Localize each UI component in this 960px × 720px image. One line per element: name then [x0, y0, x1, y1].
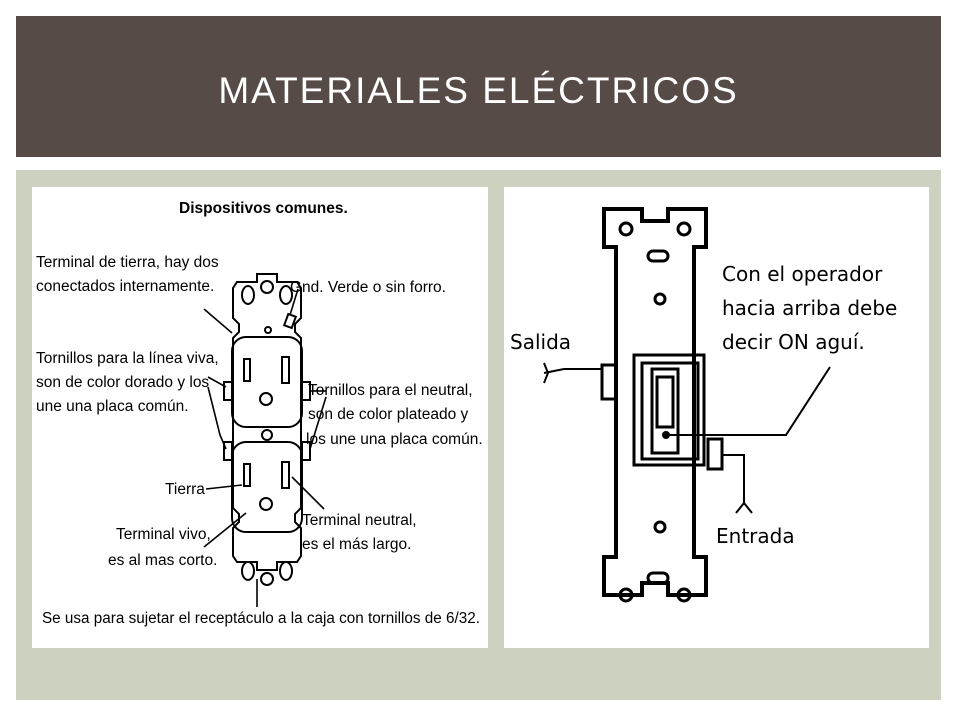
toggle-lever: [655, 375, 675, 429]
salida-wire-end: [543, 362, 550, 384]
lower-outlet-face: [231, 441, 303, 533]
label-operator-3: decir ON aguí.: [722, 330, 865, 354]
live-screw-upper: [223, 381, 233, 401]
mount-hole-top-left: [618, 221, 634, 237]
ground-screw-top: [264, 326, 272, 334]
upper-slot-left: [243, 358, 251, 382]
title-bar: MATERIALES ELÉCTRICOS: [16, 16, 941, 157]
mount-hole-bottom-left: [618, 587, 634, 603]
label-footer: Se usa para sujetar el receptáculo a la …: [42, 610, 480, 627]
label-neutral-terminal-2: es el más largo.: [302, 536, 411, 553]
leader-gnd: [289, 288, 299, 316]
label-ground-terminal-1: Terminal de tierra, hay dos: [36, 254, 219, 271]
leader-neutral-terminal: [291, 476, 325, 510]
label-live-terminal-2: es al mas corto.: [108, 552, 217, 569]
screw-hole-bottom: [653, 520, 667, 534]
salida-wire: [543, 368, 602, 374]
receptacle-outline: [232, 273, 302, 571]
label-operator-1: Con el operador: [722, 262, 883, 286]
ear-hole-top-center: [260, 280, 274, 294]
label-neutral-screws-1: Tornillos para el neutral,: [308, 382, 473, 399]
center-screw: [261, 429, 273, 441]
switch-diagram: Con el operador hacia arriba debe decir …: [510, 207, 897, 603]
upper-outlet-face: [231, 336, 303, 428]
switch-body: [632, 353, 706, 467]
live-screw-lower: [223, 441, 233, 461]
label-neutral-screws-2: son de color plateado y: [308, 406, 469, 423]
toggle-frame: [650, 367, 680, 455]
lower-slot-right: [281, 461, 290, 489]
screw-hole-top: [653, 292, 667, 306]
mount-slot-bottom: [646, 571, 670, 585]
leader-live-terminal: [203, 512, 247, 548]
salida-screw: [600, 363, 618, 401]
mount-slot-top: [646, 249, 670, 263]
entrada-wire: [722, 454, 753, 514]
lower-slot-left: [243, 463, 251, 487]
leader-ground-terminal: [203, 308, 233, 334]
leader-on: [666, 366, 831, 436]
mount-hole-top-right: [676, 221, 692, 237]
ear-hole-bottom-left: [241, 561, 255, 581]
switch-plate: [640, 361, 700, 461]
label-live-terminal-1: Terminal vivo,: [116, 526, 211, 543]
label-salida: Salida: [510, 330, 571, 354]
label-operator-2: hacia arriba debe: [722, 296, 897, 320]
lower-ground-hole: [259, 497, 273, 511]
switch-yoke-outline: [602, 207, 708, 597]
neutral-screw-lower: [301, 441, 311, 461]
ear-hole-top-left: [241, 285, 255, 305]
label-live-screws-3: une una placa común.: [36, 398, 189, 415]
receptacle-diagram: Dispositivos comunes. Terminal de tierra…: [36, 200, 483, 627]
ear-hole-bottom-right: [279, 561, 293, 581]
mount-hole-bottom-right: [676, 587, 692, 603]
label-entrada: Entrada: [716, 524, 795, 548]
leader-live-b: [207, 386, 227, 450]
leader-live-a: [207, 376, 227, 388]
entrada-screw: [706, 437, 724, 471]
heading: Dispositivos comunes.: [179, 200, 348, 217]
label-neutral-terminal-1: Terminal neutral,: [302, 512, 417, 529]
label-neutral-screws-3: los une una placa común.: [306, 431, 483, 448]
label-ground-terminal-2: conectados internamente.: [36, 278, 214, 295]
slide-title: MATERIALES ELÉCTRICOS: [218, 69, 739, 111]
label-gnd: Gnd. Verde o sin forro.: [290, 279, 446, 296]
ear-hole-top-right: [279, 285, 293, 305]
switch-diagram-panel: Con el operador hacia arriba debe decir …: [504, 187, 929, 648]
ear-hole-bottom-center: [260, 572, 274, 586]
upper-slot-right: [281, 356, 290, 384]
label-tierra: Tierra: [165, 481, 205, 498]
label-live-screws-2: son de color dorado y los: [36, 374, 209, 391]
receptacle-diagram-panel: Dispositivos comunes. Terminal de tierra…: [32, 187, 488, 648]
upper-ground-hole: [259, 392, 273, 406]
gnd-screw: [282, 312, 298, 330]
leader-tierra: [205, 484, 243, 490]
content-area: Dispositivos comunes. Terminal de tierra…: [16, 170, 941, 700]
leader-on-dot: [662, 431, 670, 439]
label-live-screws-1: Tornillos para la línea viva,: [36, 350, 219, 367]
leader-neutral-b: [309, 396, 327, 450]
